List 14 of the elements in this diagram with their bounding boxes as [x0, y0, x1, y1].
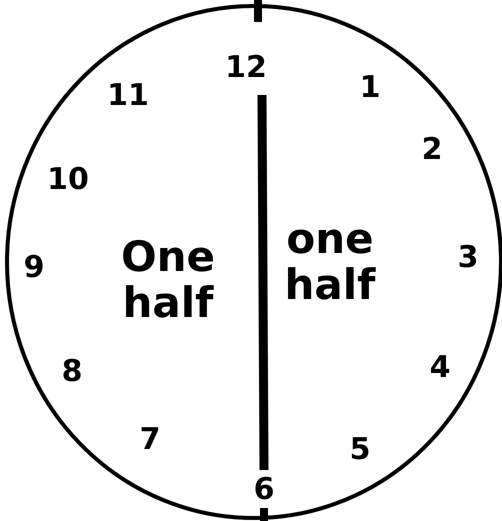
hour-number: 5: [350, 435, 370, 465]
half-label: One half: [120, 234, 216, 326]
hour-number: 4: [430, 353, 450, 383]
hour-number: 3: [458, 243, 478, 273]
hour-number: 11: [107, 81, 149, 111]
hour-number: 2: [422, 135, 442, 165]
hour-number: 6: [254, 475, 274, 505]
hour-number: 8: [62, 357, 82, 387]
hour-number: 10: [47, 165, 89, 195]
hour-number: 12: [225, 53, 267, 83]
half-label: one half: [284, 216, 377, 308]
hour-number: 1: [360, 73, 380, 103]
hour-number: 7: [140, 425, 160, 455]
hour-number: 9: [24, 253, 44, 283]
